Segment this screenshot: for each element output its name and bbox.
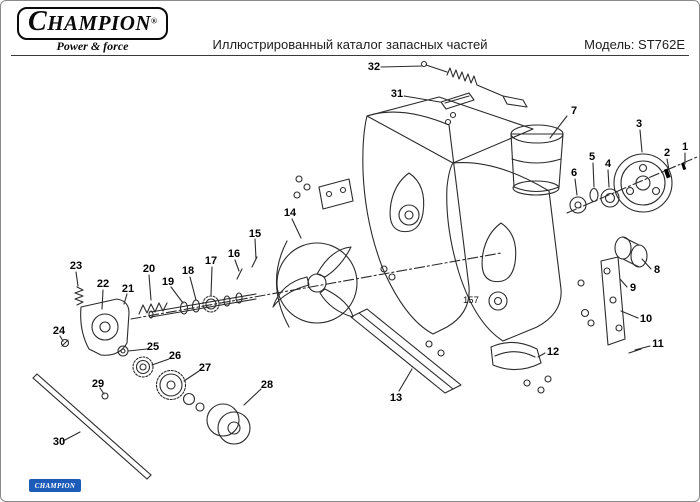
- svg-text:32: 32: [368, 61, 380, 73]
- svg-text:24: 24: [53, 325, 66, 337]
- svg-text:19: 19: [162, 276, 174, 288]
- callout-3: 3: [636, 118, 643, 153]
- svg-text:22: 22: [97, 278, 109, 290]
- svg-text:14: 14: [284, 207, 297, 219]
- callout-17: 17: [205, 255, 217, 296]
- svg-text:21: 21: [122, 283, 134, 295]
- svg-text:5: 5: [589, 151, 595, 163]
- callouts: 1 2 3 4 5 6 7 8 9 10 11 12 13 14 15 16 1…: [53, 61, 688, 448]
- svg-text:15: 15: [249, 228, 261, 240]
- callout-28: 28: [243, 379, 273, 406]
- callout-27: 27: [183, 362, 211, 382]
- mount-bracket-31: [440, 92, 475, 126]
- callout-10: 10: [620, 310, 652, 325]
- svg-text:7: 7: [571, 105, 577, 117]
- housing-embedded-label: 157: [463, 295, 479, 306]
- callout-29: 29: [92, 378, 105, 395]
- brand-name: CHAMPION: [28, 6, 152, 37]
- callout-7: 7: [549, 105, 577, 139]
- svg-text:20: 20: [143, 263, 155, 275]
- gearbox-bracket: [60, 286, 130, 357]
- callout-23: 23: [70, 260, 82, 287]
- svg-text:6: 6: [571, 167, 577, 179]
- side-plate-bracket: [577, 256, 642, 354]
- svg-text:16: 16: [228, 248, 240, 260]
- callout-32: 32: [368, 61, 423, 73]
- drive-gears: [132, 356, 205, 412]
- svg-text:11: 11: [652, 338, 664, 350]
- callout-12: 12: [537, 346, 559, 358]
- callout-19: 19: [162, 276, 184, 304]
- scraper-bar: [350, 308, 462, 394]
- svg-text:1: 1: [682, 141, 688, 153]
- registered-mark: ®: [151, 16, 158, 26]
- svg-text:10: 10: [640, 313, 652, 325]
- svg-text:3: 3: [636, 118, 642, 130]
- chute-crank-rod: [420, 60, 528, 108]
- chute-base: [510, 124, 564, 196]
- callout-13: 13: [390, 368, 413, 404]
- callout-6: 6: [571, 167, 578, 196]
- brand-logo-box: CHAMPION®: [17, 6, 169, 40]
- svg-text:13: 13: [390, 392, 402, 404]
- callout-30: 30: [53, 431, 81, 448]
- svg-text:9: 9: [630, 282, 636, 294]
- callout-9: 9: [619, 278, 636, 294]
- auger-axis-line: [130, 252, 502, 320]
- svg-text:25: 25: [147, 341, 159, 353]
- hub-cylinder: [614, 236, 648, 268]
- svg-text:4: 4: [605, 158, 612, 170]
- callout-14: 14: [284, 207, 302, 239]
- lower-bracket: [490, 341, 552, 394]
- mount-bolts-right: [663, 162, 687, 179]
- callout-8: 8: [641, 258, 660, 276]
- callout-22: 22: [97, 278, 109, 310]
- page-title: Иллюстрированный каталог запасных частей: [212, 37, 488, 52]
- callout-26: 26: [151, 350, 181, 366]
- svg-text:26: 26: [169, 350, 181, 362]
- model-label: Модель: ST762E: [584, 37, 685, 52]
- mount-bracket-upper: [293, 175, 354, 210]
- callout-20: 20: [143, 263, 155, 301]
- svg-text:8: 8: [654, 264, 660, 276]
- friction-disc: [613, 153, 673, 213]
- callout-15: 15: [249, 228, 261, 260]
- svg-text:27: 27: [199, 362, 211, 374]
- svg-text:30: 30: [53, 436, 65, 448]
- callout-4: 4: [605, 158, 612, 188]
- bearing-set: [569, 187, 620, 214]
- callout-18: 18: [182, 265, 197, 301]
- brand-logo: CHAMPION® Power & force: [17, 6, 169, 53]
- callout-25: 25: [127, 341, 159, 353]
- friction-roller: [206, 403, 251, 445]
- callout-5: 5: [589, 151, 595, 188]
- auger-housing: [362, 96, 562, 342]
- callout-2: 2: [664, 147, 670, 171]
- callout-31: 31: [391, 88, 441, 103]
- svg-text:17: 17: [205, 255, 217, 267]
- callout-1: 1: [682, 141, 688, 165]
- svg-text:29: 29: [92, 378, 104, 390]
- callout-16: 16: [228, 248, 240, 272]
- svg-text:31: 31: [391, 88, 403, 100]
- impeller: [272, 240, 358, 328]
- wheel-axis-line: [566, 156, 698, 214]
- handle-rod: [32, 373, 152, 480]
- header-divider: [11, 55, 689, 56]
- callout-24: 24: [53, 325, 66, 342]
- callout-21: 21: [122, 283, 134, 305]
- svg-text:18: 18: [182, 265, 194, 277]
- svg-text:12: 12: [547, 346, 559, 358]
- callout-11: 11: [634, 338, 664, 351]
- svg-text:23: 23: [70, 260, 82, 272]
- brand-tagline: Power & force: [56, 39, 129, 53]
- svg-text:2: 2: [664, 147, 670, 159]
- footer-brand-badge: CHAMPION: [29, 479, 81, 492]
- svg-text:28: 28: [261, 379, 273, 391]
